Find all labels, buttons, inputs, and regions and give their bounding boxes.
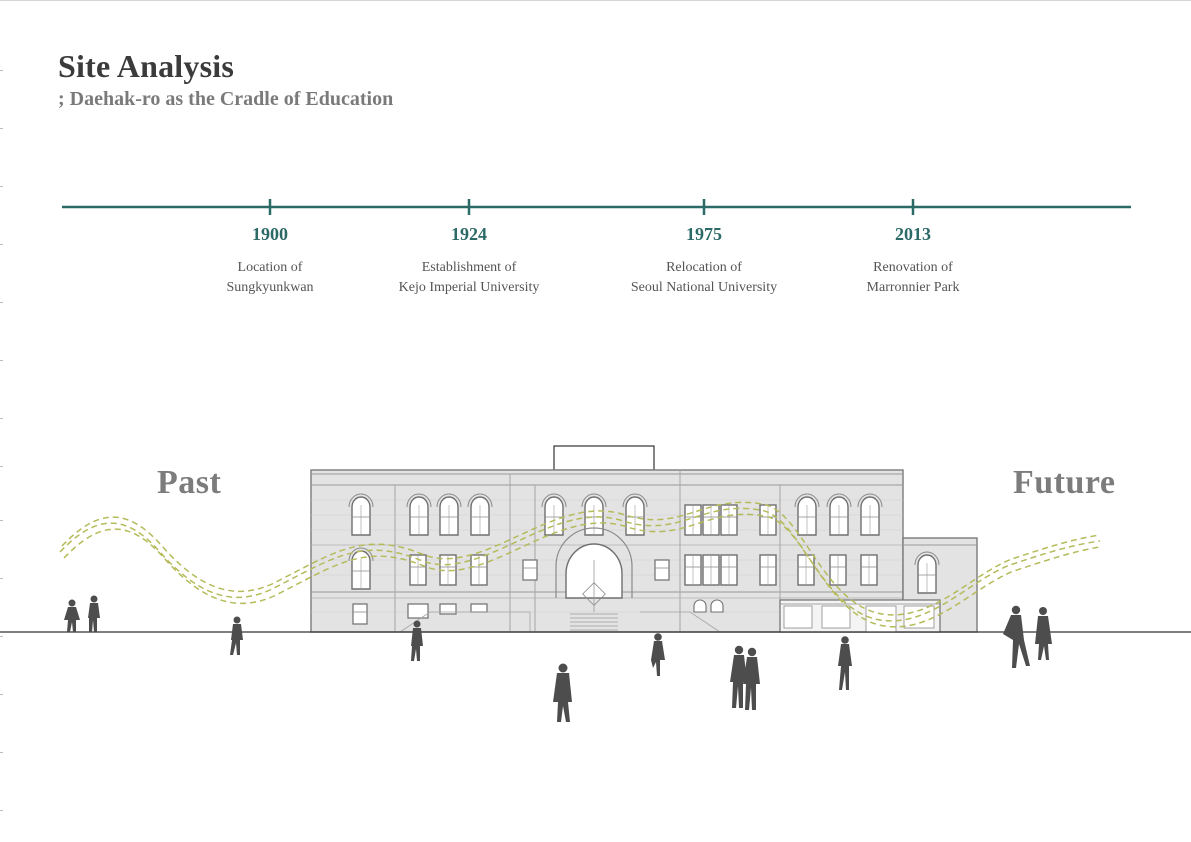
timeline-axis bbox=[62, 199, 1131, 215]
timeline-label: Relocation of Seoul National University bbox=[630, 260, 778, 295]
page-title: Site Analysis bbox=[58, 48, 234, 84]
timeline-label: Renovation of Marronnier Park bbox=[866, 260, 960, 295]
era-label-past: Past bbox=[157, 464, 222, 501]
era-label-future: Future bbox=[1013, 464, 1116, 501]
page-subtitle: ; Daehak-ro as the Cradle of Education bbox=[58, 88, 394, 110]
person-figure bbox=[730, 645, 747, 708]
timeline-event-1975: 1975 Relocation of Seoul National Univer… bbox=[594, 224, 814, 298]
timeline-year: 1924 bbox=[451, 224, 487, 244]
person-figure bbox=[64, 599, 80, 632]
person-figure bbox=[553, 663, 572, 722]
person-figure bbox=[411, 620, 423, 661]
person-figure bbox=[743, 647, 760, 710]
timeline-label: Establishment of Kejo Imperial Universit… bbox=[398, 260, 540, 295]
person-figure bbox=[88, 595, 100, 632]
people-silhouettes bbox=[64, 595, 1052, 722]
timeline-year: 1900 bbox=[252, 224, 288, 244]
person-figure bbox=[1003, 605, 1030, 668]
person-figure bbox=[651, 633, 665, 676]
person-figure bbox=[1035, 607, 1052, 660]
timeline-event-1900: 1900 Location of Sungkyunkwan bbox=[160, 224, 380, 298]
timeline-label: Location of Sungkyunkwan bbox=[226, 260, 314, 295]
timeline-event-1924: 1924 Establishment of Kejo Imperial Univ… bbox=[359, 224, 579, 298]
building-elevation bbox=[310, 445, 978, 633]
person-figure bbox=[838, 636, 852, 690]
person-figure bbox=[230, 616, 243, 655]
timeline-event-2013: 2013 Renovation of Marronnier Park bbox=[803, 224, 1023, 298]
top-border bbox=[0, 0, 1191, 1]
timeline-year: 1975 bbox=[686, 224, 722, 244]
timeline-year: 2013 bbox=[895, 224, 931, 244]
left-edge-ticks bbox=[0, 0, 4, 842]
